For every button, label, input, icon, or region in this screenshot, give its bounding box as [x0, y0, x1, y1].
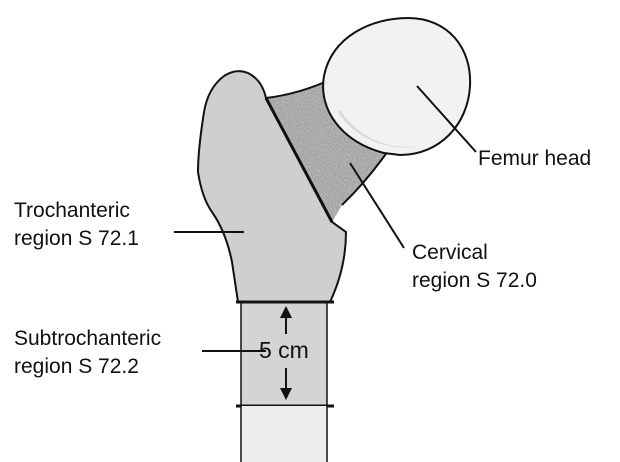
- trochanteric-label-line1: Trochanteric: [14, 198, 130, 224]
- measurement-label: 5 cm: [259, 337, 309, 364]
- cervical-leader: [350, 163, 404, 248]
- lower-shaft-shape: [241, 406, 327, 462]
- femur-head-label: Femur head: [478, 146, 591, 172]
- cervical-label-line1: Cervical: [412, 240, 488, 266]
- trochanteric-label-line2: region S 72.1: [14, 226, 139, 252]
- subtrochanteric-label-line1: Subtrochanteric: [14, 326, 161, 352]
- cervical-label-line2: region S 72.0: [412, 268, 537, 294]
- subtrochanteric-label-line2: region S 72.2: [14, 354, 139, 380]
